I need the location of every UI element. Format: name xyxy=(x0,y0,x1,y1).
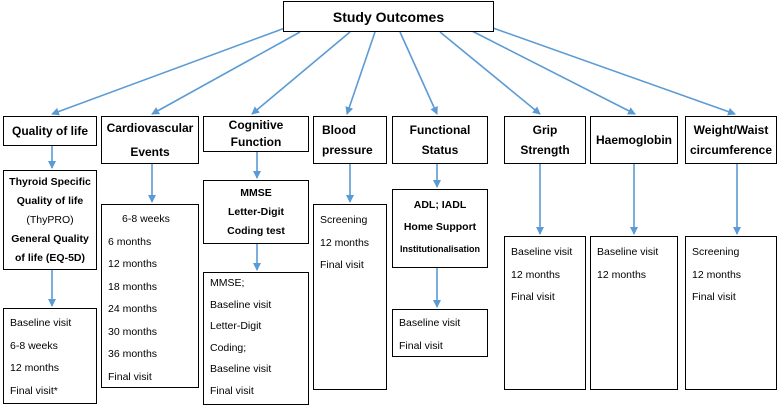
text-line: of life (EQ-5D) xyxy=(15,252,85,264)
list-item: 6-8 weeks xyxy=(122,213,170,225)
list-box-grip-strength-timepoints: Baseline visit 12 months Final visit xyxy=(504,236,586,390)
header-haemoglobin: Haemoglobin xyxy=(590,116,678,164)
list-item: Baseline visit xyxy=(10,317,72,329)
list-item: Final visit xyxy=(692,291,736,303)
list-item: Final visit* xyxy=(10,384,58,397)
list-item: 6-8 weeks xyxy=(10,339,58,352)
list-item: Final visit xyxy=(108,370,152,383)
list-item: 30 months xyxy=(108,325,158,338)
text-line: ADL; IADL xyxy=(413,199,467,211)
list-item: Baseline visit xyxy=(597,246,659,258)
header-functional-status: Functional Status xyxy=(392,116,488,164)
list-item: Baseline visit xyxy=(399,317,461,329)
list-item: Screening xyxy=(692,246,740,258)
list-item: Letter-Digit xyxy=(210,320,262,332)
root-box-study-outcomes: Study Outcomes xyxy=(283,1,494,32)
list-item: Baseline visit xyxy=(210,298,272,311)
header-cardiovascular-events: Cardiovascular Events xyxy=(101,116,199,164)
list-item: 24 months xyxy=(108,303,158,315)
list-item: Final visit xyxy=(210,384,254,397)
list-item: 12 months xyxy=(511,268,561,281)
list-item: 12 months xyxy=(320,236,370,249)
list-box-functional-timepoints: Baseline visit Final visit xyxy=(392,309,488,357)
list-box-weight-waist-timepoints: Screening 12 months Final visit xyxy=(685,236,777,390)
list-item: 12 months xyxy=(692,268,742,281)
list-item: 6 months xyxy=(108,235,152,248)
text-line: Institutionalisation xyxy=(400,244,480,254)
root-title: Study Outcomes xyxy=(332,8,445,25)
header-blood-pressure: Blood pressure xyxy=(313,116,387,164)
list-item: Baseline visit xyxy=(210,363,272,375)
list-item: Final visit xyxy=(399,339,443,352)
header-grip-strength: Grip Strength xyxy=(504,116,586,164)
list-box-blood-pressure-timepoints: Screening 12 months Final visit xyxy=(313,204,387,390)
sub-box-quality-of-life-instruments: Thyroid Specific Quality of life (ThyPRO… xyxy=(3,170,97,270)
list-box-cardiovascular-timepoints: 6-8 weeks 6 months 12 months 18 months 2… xyxy=(101,204,199,388)
header-cognitive-function: Cognitive Function xyxy=(203,116,309,152)
list-item: Final visit xyxy=(320,259,364,271)
list-item: MMSE; xyxy=(210,277,245,289)
list-item: 12 months xyxy=(10,362,60,374)
list-item: Coding; xyxy=(210,341,247,354)
list-item: 12 months xyxy=(597,268,647,281)
sub-box-functional-measures: ADL; IADL Home Support Institutionalisat… xyxy=(392,189,488,268)
text-line: Coding test xyxy=(227,225,285,237)
list-item: 18 months xyxy=(108,280,158,293)
list-item: 12 months xyxy=(108,258,158,270)
text-line: General Quality xyxy=(11,233,89,245)
list-box-haemoglobin-timepoints: Baseline visit 12 months xyxy=(590,236,678,390)
list-item: Baseline visit xyxy=(511,246,573,258)
header-weight-waist-circumference: Weight/Waist circumference xyxy=(685,116,777,164)
sub-box-cognitive-tests: MMSE Letter-Digit Coding test xyxy=(203,180,309,244)
text-line: Home Support xyxy=(403,221,477,233)
text-line: Letter-Digit xyxy=(228,206,284,218)
text-line: (ThyPRO) xyxy=(26,214,74,226)
header-quality-of-life: Quality of life xyxy=(3,116,97,146)
text-line: Thyroid Specific xyxy=(9,176,91,188)
text-line: MMSE xyxy=(240,187,272,199)
list-item: Final visit xyxy=(511,291,555,303)
text-line: Quality of life xyxy=(16,195,84,207)
list-box-quality-of-life-timepoints: Baseline visit 6-8 weeks 12 months Final… xyxy=(3,308,97,404)
list-item: 36 months xyxy=(108,348,158,360)
list-box-cognitive-timepoints: MMSE; Baseline visit Letter-Digit Coding… xyxy=(203,272,309,405)
list-item: Screening xyxy=(320,214,368,226)
